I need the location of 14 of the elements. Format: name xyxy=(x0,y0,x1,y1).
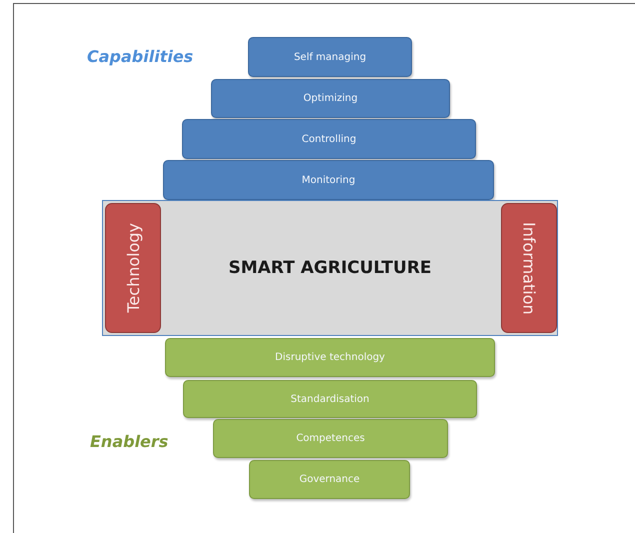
section-label: Enablers xyxy=(90,432,168,451)
tier-box: Standardisation xyxy=(183,380,477,418)
tier-box: Disruptive technology xyxy=(165,338,495,377)
tier-box: Controlling xyxy=(182,119,476,159)
tier-box: Monitoring xyxy=(163,160,494,200)
tier-box: Competences xyxy=(213,419,448,458)
tier-box: Self managing xyxy=(248,37,412,77)
center-panel xyxy=(102,200,558,336)
section-label: Capabilities xyxy=(87,47,194,66)
side-pillar: Technology xyxy=(105,203,161,333)
tier-box: Optimizing xyxy=(211,79,450,118)
tier-box: Governance xyxy=(249,460,410,499)
side-pillar: Information xyxy=(501,203,557,333)
panel-title: SMART AGRICULTURE xyxy=(227,257,433,280)
